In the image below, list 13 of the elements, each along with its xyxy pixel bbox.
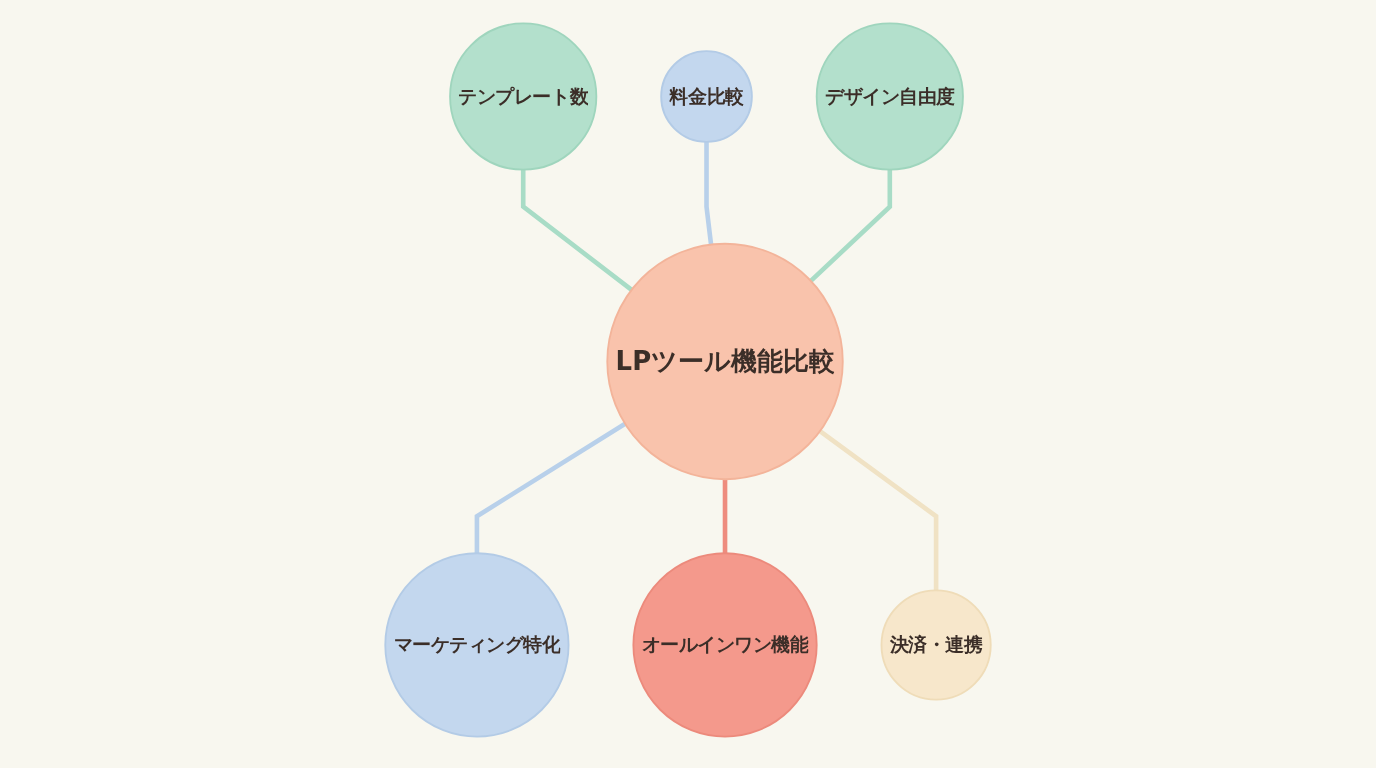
node-circle: 決済・連携 [880,589,992,701]
node-circle: デザイン自由度 [815,22,964,171]
connector [809,169,893,283]
connector [474,421,627,554]
connector [818,429,939,591]
node-circle: 料金比較 [660,50,753,143]
connector [520,169,633,292]
node-circle: マーケティング特化 [384,552,570,738]
node-circle: テンプレート数 [449,22,598,171]
node-circle: オールインワン機能 [632,552,818,738]
node-circle: LPツール機能比較 [606,242,844,481]
connector [722,479,728,554]
connector [704,141,714,245]
